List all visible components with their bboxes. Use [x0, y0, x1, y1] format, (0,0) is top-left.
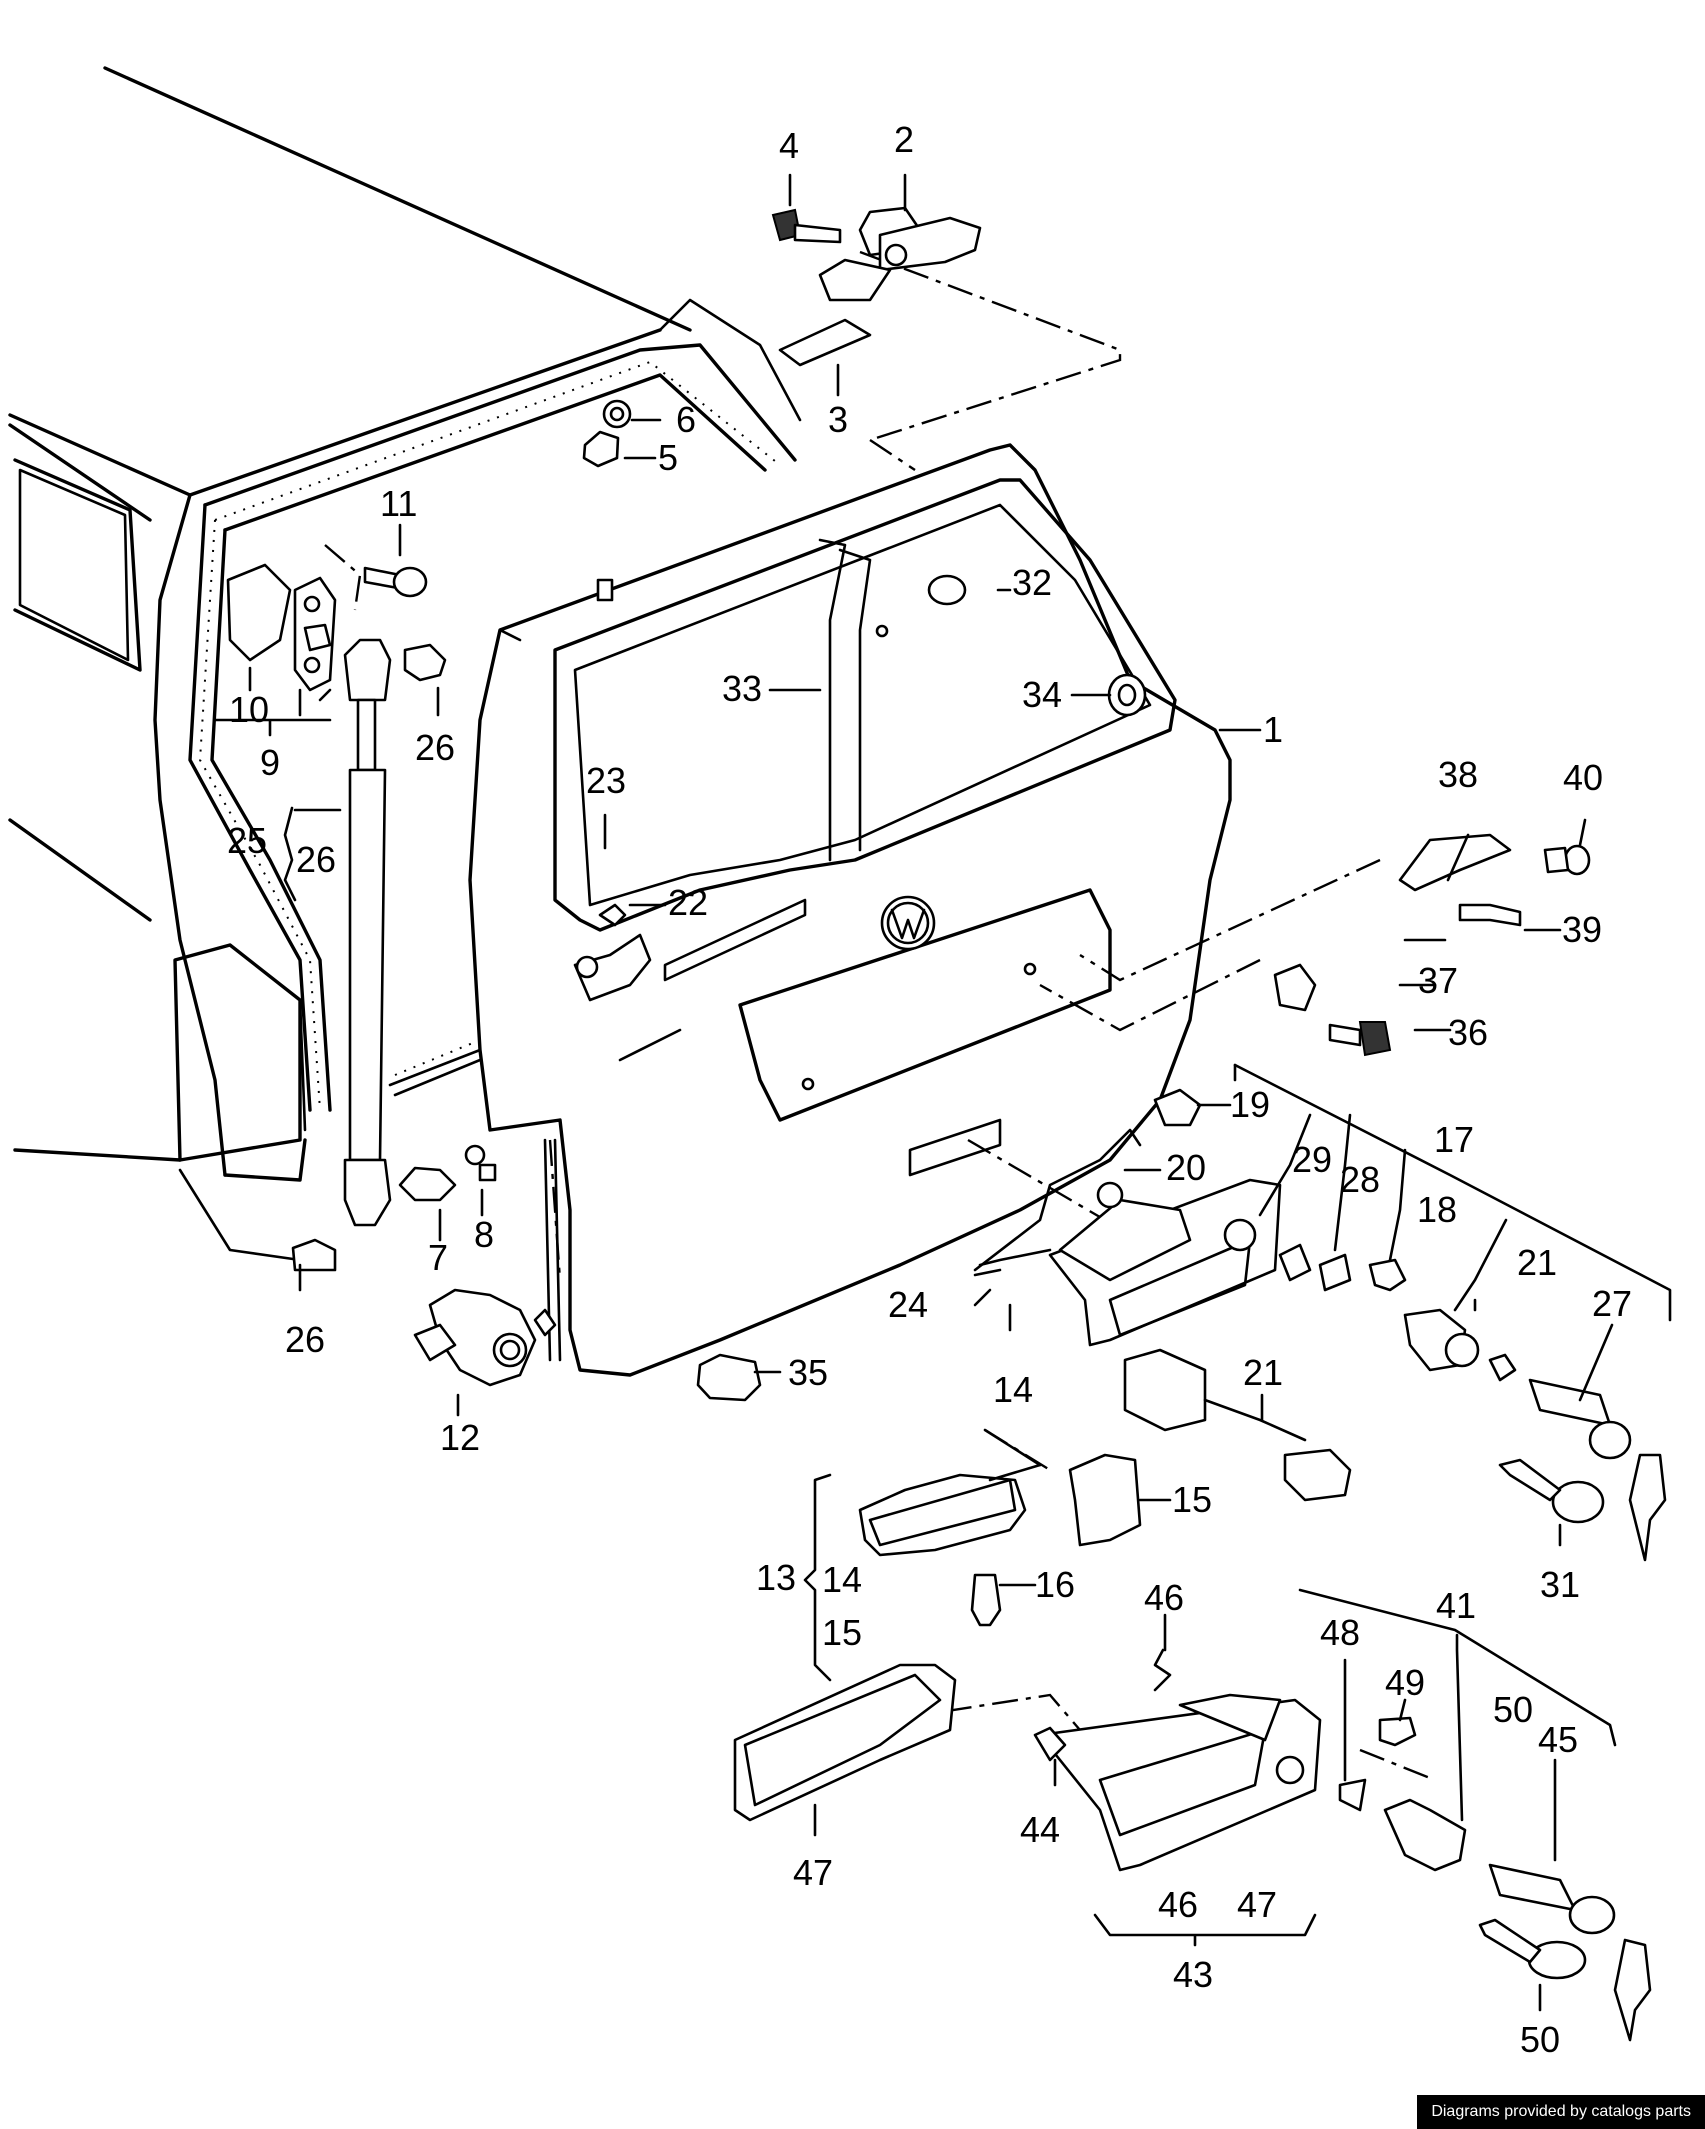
callout-label-46b: 46	[1158, 1884, 1198, 1925]
callout-label-7: 7	[428, 1237, 448, 1278]
callout-label-47a: 47	[793, 1852, 833, 1893]
callout-label-26a: 26	[415, 727, 455, 768]
callout-label-14a: 14	[822, 1559, 862, 1600]
outer-handle-part	[1033, 1693, 1322, 1872]
callout-label-17: 17	[1434, 1119, 1474, 1160]
hinge-plate-part	[226, 563, 337, 692]
cap-part	[927, 574, 967, 606]
grommet-part	[1107, 673, 1147, 717]
nut-washer-part	[582, 399, 632, 468]
callout-label-15b: 15	[1172, 1479, 1212, 1520]
callout-label-8: 8	[474, 1214, 494, 1255]
callout-label-41: 41	[1436, 1585, 1476, 1626]
callout-label-22: 22	[668, 882, 708, 923]
callout-label-31: 31	[1540, 1564, 1580, 1605]
callout-label-28: 28	[1340, 1159, 1380, 1200]
callout-label-50a: 50	[1493, 1689, 1533, 1730]
door-handle-trim-part	[733, 1663, 957, 1822]
callout-label-9: 9	[260, 742, 280, 783]
callout-label-21b: 21	[1243, 1352, 1283, 1393]
bumper-screw-part	[1273, 963, 1392, 1057]
callout-label-26b: 26	[296, 839, 336, 880]
snap-ring-part	[1338, 1778, 1367, 1812]
callout-label-43: 43	[1173, 1954, 1213, 1995]
key-part	[1478, 1918, 1587, 1980]
callout-label-25: 25	[227, 820, 267, 861]
callout-label-39: 39	[1562, 909, 1602, 950]
callout-label-38: 38	[1438, 754, 1478, 795]
rear-handle-part	[973, 1128, 1282, 1347]
lock-cylinder-part	[1403, 1308, 1667, 1562]
gas-strut-part	[343, 638, 392, 1227]
clip-part	[403, 643, 447, 682]
callout-label-45: 45	[1538, 1719, 1578, 1760]
screw-part	[771, 208, 842, 244]
callout-label-14b: 14	[993, 1369, 1033, 1410]
callout-label-23: 23	[586, 760, 626, 801]
callout-label-5: 5	[658, 437, 678, 478]
callout-label-36: 36	[1448, 1012, 1488, 1053]
callout-label-50b: 50	[1520, 2019, 1560, 2060]
wiring-connector-part	[1123, 1348, 1352, 1502]
snap-ring-part	[1278, 1243, 1312, 1282]
bracket-part	[1398, 833, 1591, 927]
callout-label-40: 40	[1563, 757, 1603, 798]
key-part	[1498, 1458, 1605, 1524]
callout-label-3: 3	[828, 399, 848, 440]
callout-label-18: 18	[1417, 1189, 1457, 1230]
callout-labels: 1 2 3 4 5 6 7 8 9 10 11 12 13 14 14 14 1…	[227, 119, 1632, 2060]
rubber-buffer-part	[696, 1353, 762, 1402]
credit-badge: Diagrams provided by catalogs parts	[1417, 2095, 1705, 2129]
callout-label-4: 4	[779, 125, 799, 166]
lock-actuator-part	[413, 1288, 557, 1387]
callout-label-26c: 26	[285, 1319, 325, 1360]
washer-part	[1318, 1253, 1352, 1292]
callout-label-49: 49	[1385, 1662, 1425, 1703]
callout-label-15a: 15	[822, 1612, 862, 1653]
clip-nut-part	[1096, 1088, 1202, 1209]
callout-label-47b: 47	[1237, 1884, 1277, 1925]
callout-label-29: 29	[1292, 1139, 1332, 1180]
car-body-outline	[8, 66, 802, 1262]
pad-part	[778, 318, 872, 367]
hinge-part	[818, 206, 982, 302]
callout-label-44: 44	[1020, 1809, 1060, 1850]
screw-part	[1368, 1258, 1407, 1292]
callout-label-24: 24	[888, 1284, 928, 1325]
callout-label-33: 33	[722, 668, 762, 709]
callout-label-48: 48	[1320, 1612, 1360, 1653]
callout-label-16: 16	[1035, 1564, 1075, 1605]
ball-stud-part	[398, 1144, 497, 1202]
callout-label-21a: 21	[1517, 1242, 1557, 1283]
lock-cylinder-part	[1378, 1716, 1652, 2042]
callout-label-32: 32	[1012, 562, 1052, 603]
callout-label-13: 13	[756, 1557, 796, 1598]
callout-leader-lines	[213, 173, 1672, 2012]
callout-label-2: 2	[894, 119, 914, 160]
callout-label-27: 27	[1592, 1283, 1632, 1324]
lock-assembly-part	[858, 1453, 1142, 1627]
latch-bracket-part	[573, 578, 652, 1002]
callout-label-1: 1	[1263, 709, 1283, 750]
bolt-part	[363, 566, 428, 598]
callout-label-6: 6	[676, 399, 696, 440]
callout-label-19: 19	[1230, 1084, 1270, 1125]
callout-label-12: 12	[440, 1417, 480, 1458]
callout-label-20: 20	[1166, 1147, 1206, 1188]
callout-label-34: 34	[1022, 674, 1062, 715]
callout-label-10: 10	[229, 689, 269, 730]
callout-label-37: 37	[1418, 960, 1458, 1001]
clip-part	[291, 1238, 337, 1272]
callout-label-46a: 46	[1144, 1577, 1184, 1618]
callout-label-11: 11	[380, 483, 417, 524]
callout-label-35: 35	[788, 1352, 828, 1393]
